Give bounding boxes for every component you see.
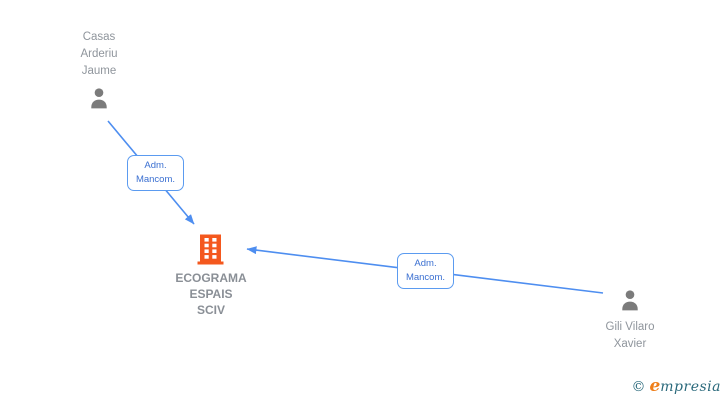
name-line: Gili Vilaro [605, 321, 655, 333]
name-line: Casas [82, 31, 116, 43]
copyright-icon: © [631, 379, 646, 395]
node-label: Casas Arderiu Jaume [80, 29, 117, 80]
building-windows [204, 238, 217, 259]
node-label: Gili Vilaro Xavier [606, 319, 655, 353]
person-icon [622, 290, 638, 311]
node-person-gili-vilaro-xavier[interactable]: Gili Vilaro Xavier [584, 287, 676, 353]
empresia-logo[interactable]: ©empresia [631, 376, 721, 396]
building-icon [197, 234, 224, 265]
brand-name: mpresia [660, 379, 721, 395]
brand-initial: e [649, 376, 661, 396]
edge-label-line: Mancom. [135, 174, 176, 185]
node-label: ECOGRAMA ESPAIS SCIV [175, 270, 246, 318]
name-line: Jaume [81, 65, 117, 77]
edge-label-line: Mancom. [405, 272, 446, 283]
name-line: ESPAIS [189, 287, 233, 301]
name-line: Arderiu [80, 48, 118, 60]
edge-label-adm-mancom-1: Adm. Mancom. [127, 155, 184, 191]
node-person-casas-arderiu-jaume[interactable]: Casas Arderiu Jaume [53, 29, 145, 113]
name-line: ECOGRAMA [175, 271, 247, 285]
node-company-ecograma-espais-sciv[interactable]: ECOGRAMA ESPAIS SCIV [165, 233, 257, 318]
edge-label-line: Adm. [144, 160, 167, 171]
name-line: SCIV [196, 303, 225, 317]
name-line: Xavier [613, 338, 647, 350]
person-icon [91, 88, 107, 109]
edge-label-adm-mancom-2: Adm. Mancom. [397, 253, 454, 289]
edge-label-line: Adm. [414, 258, 437, 269]
